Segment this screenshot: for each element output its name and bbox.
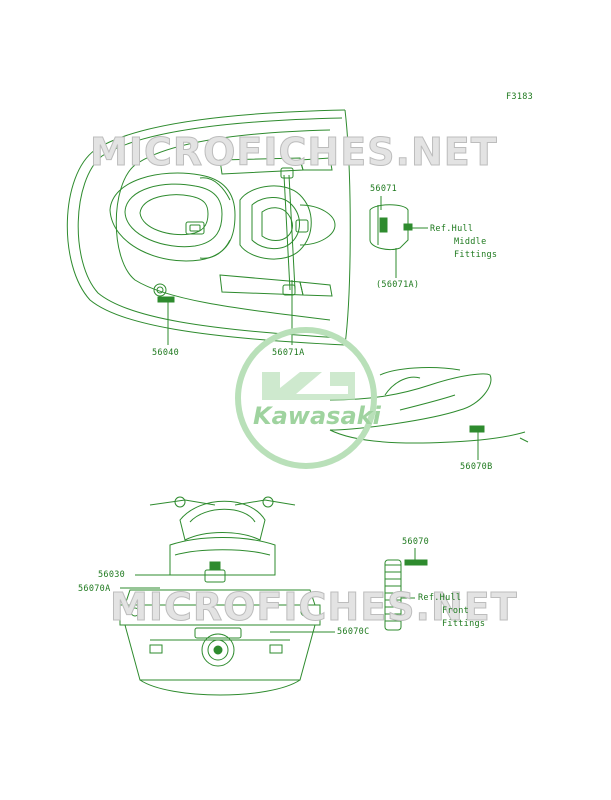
front-fitting-detail — [384, 548, 428, 631]
figure-code: F3183 — [506, 92, 534, 102]
part-label-56070c: 56070C — [337, 627, 370, 637]
hull-top-view — [66, 109, 351, 346]
part-label-56040: 56040 — [152, 348, 180, 358]
ref-middle-line2: Middle — [454, 237, 487, 247]
watermark-brand: Kawasaki — [253, 402, 381, 430]
part-label-56030: 56030 — [98, 570, 126, 580]
part-label-56070b: 56070B — [460, 462, 493, 472]
ref-front-line2: Front — [442, 606, 470, 616]
kawasaki-logo-watermark — [235, 327, 377, 469]
sticker-56071-detail — [369, 196, 428, 278]
watermark-text-top: MICROFICHES.NET — [90, 130, 498, 175]
hull-side-view — [329, 367, 529, 460]
watermark-text-bottom: MICROFICHES.NET — [110, 585, 518, 630]
hull-rear-view — [119, 496, 335, 696]
part-label-56071a-paren: (56071A) — [376, 280, 420, 290]
ref-front-line3: Fittings — [442, 619, 486, 629]
part-label-56071: 56071 — [370, 184, 398, 194]
part-label-56071a: 56071A — [272, 348, 305, 358]
ref-front-line1: Ref.Hull — [418, 593, 462, 603]
part-label-56070a: 56070A — [78, 584, 111, 594]
part-label-56070: 56070 — [402, 537, 430, 547]
ref-middle-line1: Ref.Hull — [430, 224, 474, 234]
ref-middle-line3: Fittings — [454, 250, 498, 260]
